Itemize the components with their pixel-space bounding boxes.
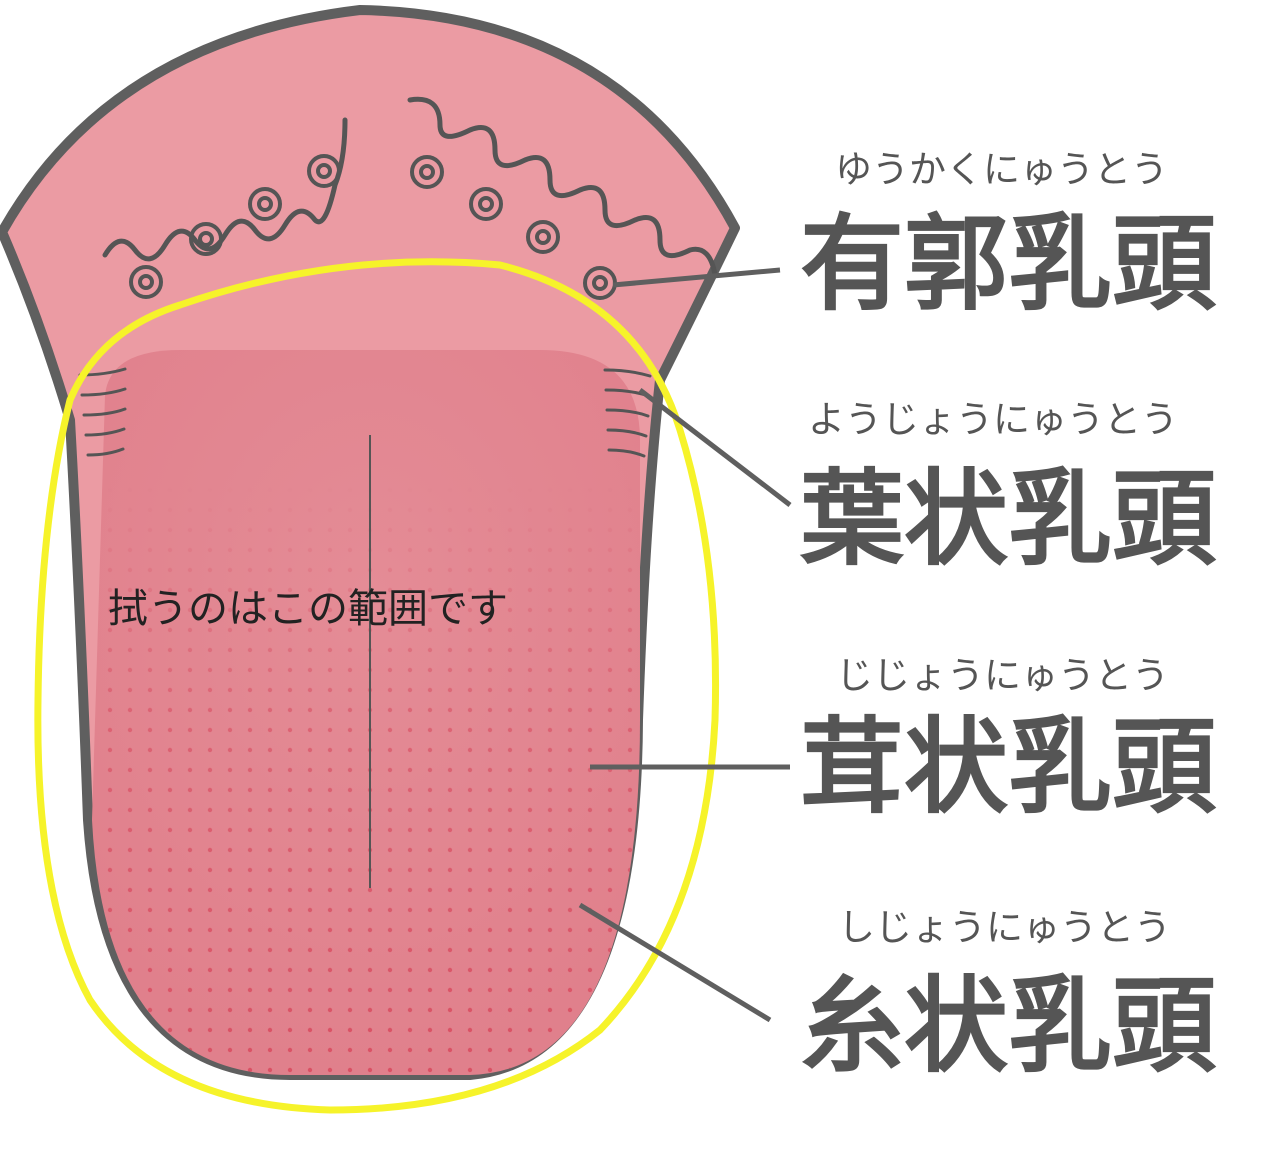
circumvallate-papillae bbox=[129, 154, 617, 300]
papilla-circle bbox=[410, 155, 444, 189]
highlight-ring bbox=[34, 258, 720, 1114]
papilla-circle bbox=[469, 187, 503, 221]
leader-line-filiform bbox=[578, 902, 772, 1023]
foliate-papillae-right bbox=[603, 368, 652, 458]
leader-line-foliate bbox=[638, 388, 792, 507]
label-circumvallate: ゆうかくにゅうとう 有郭乳頭 bbox=[800, 148, 1217, 325]
wavy-line-left bbox=[102, 117, 348, 262]
label-fungiform: じじょうにゅうとう 茸状乳頭 bbox=[800, 654, 1217, 828]
papilla-circle bbox=[307, 154, 341, 188]
name-circumvallate: 有郭乳頭 bbox=[800, 203, 1217, 325]
papilla-circle bbox=[248, 187, 282, 221]
papilla-circle bbox=[129, 265, 163, 299]
label-filiform: しじょうにゅうとう 糸状乳頭 bbox=[800, 906, 1217, 1087]
wavy-line-right bbox=[407, 96, 718, 278]
papilla-circle bbox=[526, 220, 560, 254]
tongue-front-area bbox=[92, 350, 640, 1075]
wipe-area-annotation: 拭うのはこの範囲です bbox=[108, 586, 508, 632]
leader-line-circumvallate bbox=[612, 267, 781, 288]
papilla-circle bbox=[189, 222, 223, 256]
reading-circumvallate: ゆうかくにゅうとう bbox=[835, 148, 1168, 191]
label-foliate: ようじょうにゅうとう 葉状乳頭 bbox=[799, 398, 1217, 580]
name-foliate: 葉状乳頭 bbox=[799, 458, 1217, 580]
name-fungiform: 茸状乳頭 bbox=[800, 706, 1217, 828]
reading-foliate: ようじょうにゅうとう bbox=[808, 398, 1178, 441]
reading-fungiform: じじょうにゅうとう bbox=[836, 654, 1169, 697]
reading-filiform: しじょうにゅうとう bbox=[838, 906, 1171, 949]
name-filiform: 糸状乳頭 bbox=[800, 965, 1217, 1087]
